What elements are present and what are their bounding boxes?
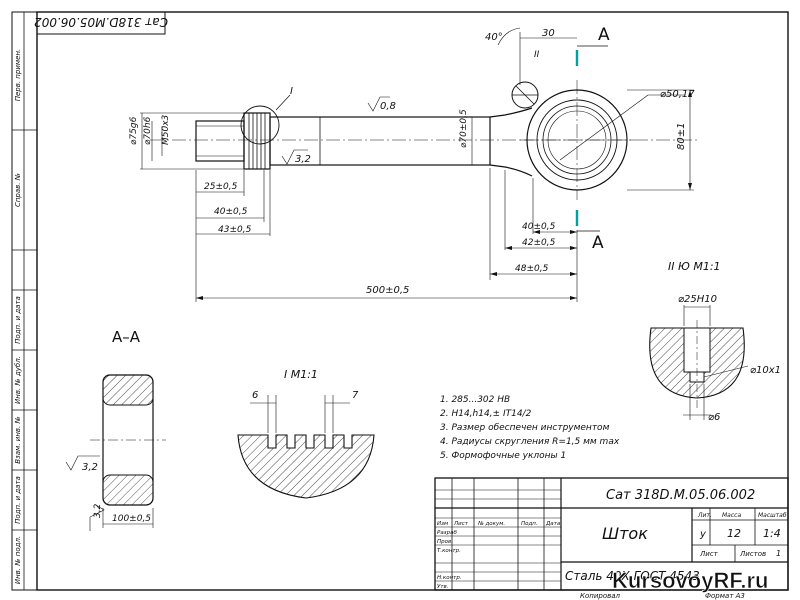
- section-aa-roughness-vert: 3,2: [93, 503, 103, 518]
- dim-30: 30: [542, 28, 555, 39]
- col-list: Лист: [453, 521, 469, 527]
- strip-label: Взам. инв. №: [14, 416, 22, 464]
- footer-format: Формат А3: [705, 592, 745, 600]
- col-ndokum: № докум.: [477, 521, 505, 527]
- footer-kopiroval: Копировал: [580, 592, 621, 600]
- section-letter-top: А: [598, 25, 610, 45]
- dim-d70h6: ⌀70h6: [143, 116, 153, 145]
- technical-notes: 1. 285...302 НВ 2. Н14,h14,± IT14/2 3. Р…: [440, 395, 620, 461]
- section-aa-roughness: 3,2: [82, 462, 98, 473]
- dim-80: 80±1: [676, 123, 687, 150]
- row-razrab: Разраб: [437, 530, 457, 536]
- dim-m50: М50х3: [161, 114, 171, 145]
- listov-value: 1: [776, 549, 781, 558]
- view-i-detail: [237, 395, 375, 499]
- col-izm: Изм: [437, 521, 448, 527]
- lbl-listov: Листов: [739, 550, 766, 558]
- row-prov: Пров.: [437, 539, 453, 545]
- strip-label: Инв. № подл.: [14, 536, 22, 584]
- dim-40a: 40±0,5: [214, 207, 248, 217]
- lbl-massa: Масса: [722, 512, 741, 519]
- litera: у: [699, 529, 707, 540]
- title-block: [434, 477, 789, 591]
- section-aa-width: 100±0,5: [112, 514, 151, 524]
- inner-border: [36, 11, 789, 591]
- view-ii-title: II Ю М1:1: [668, 260, 721, 273]
- main-view-rod: [150, 80, 700, 200]
- main-dimensions: [140, 27, 694, 302]
- row-nkontr: Н.контр.: [437, 575, 462, 581]
- col-data: Дата: [545, 521, 561, 527]
- part-name: Шток: [602, 524, 648, 543]
- view-ii-detail: [649, 305, 749, 420]
- row-utv: Утв.: [437, 584, 449, 590]
- lbl-list: Лист: [699, 550, 719, 558]
- section-aa-view: [65, 374, 166, 531]
- designation: Сат 318D.М.05.06.002: [606, 488, 755, 503]
- roughness-top-symbol: [367, 96, 390, 112]
- dim-500: 500±0,5: [366, 285, 409, 296]
- view-ii-d10: ⌀10х1: [750, 365, 781, 376]
- dim-48: 48±0,5: [515, 264, 549, 274]
- view-i-title: I М1:1: [284, 368, 318, 381]
- watermark: KursovoyRF.ru: [612, 568, 768, 593]
- dim-angle: 40°: [485, 32, 503, 43]
- strip-label: Подп. и дата: [14, 476, 22, 524]
- scale: 1:4: [763, 527, 781, 540]
- strip-label: Подп. и дата: [14, 296, 22, 344]
- strip-label: Справ. №: [14, 173, 22, 207]
- callout-i: I: [290, 86, 293, 97]
- rotated-stamp-text: Сат 318D.М05.06.002: [34, 15, 168, 29]
- callout-ii: II: [534, 50, 540, 60]
- note-line: 4. Радиусы скругления R=1,5 мм max: [440, 437, 620, 447]
- side-strip: Перв. примен. Справ. № Подп. и дата Инв.…: [12, 12, 37, 590]
- view-i-dim7: 7: [352, 390, 359, 401]
- roughness-groove: 3,2: [295, 154, 311, 165]
- dim-d50: ⌀50,17: [660, 89, 695, 100]
- view-ii-d25: ⌀25Н10: [678, 294, 717, 305]
- dim-d75: ⌀75g6: [129, 116, 139, 145]
- rotated-stamp: Сат 318D.М05.06.002: [34, 11, 168, 35]
- dim-43: 43±0,5: [218, 225, 252, 235]
- note-line: 5. Формофочные уклоны 1: [440, 451, 566, 461]
- mass: 12: [727, 527, 741, 540]
- section-letter-bottom: А: [592, 233, 604, 253]
- section-aa-title: А–А: [112, 328, 141, 346]
- note-line: 2. Н14,h14,± IT14/2: [440, 409, 532, 419]
- view-ii-d6: ⌀6: [708, 412, 720, 423]
- roughness-groove-symbol: [281, 149, 308, 165]
- col-podp: Подп.: [521, 521, 538, 527]
- lbl-masshtab: Масштаб: [758, 512, 787, 519]
- note-line: 3. Размер обеспечен инструментом: [440, 423, 610, 433]
- roughness-top: 0,8: [380, 101, 396, 112]
- dim-d70: ⌀70±0,5: [459, 109, 469, 148]
- dim-42: 42±0,5: [522, 238, 556, 248]
- strip-label: Перв. примен.: [14, 49, 22, 102]
- row-tkontr: Т.контр.: [437, 548, 461, 554]
- strip-label: Инв. № дубл.: [14, 356, 22, 404]
- material: Сталь 40Х ГОСТ 4543: [565, 569, 700, 583]
- note-line: 1. 285...302 НВ: [440, 395, 510, 405]
- dim-25: 25±0,5: [204, 182, 238, 192]
- view-i-dim6: 6: [252, 390, 258, 401]
- dim-arrows: [196, 90, 692, 300]
- lbl-lit: Лит.: [697, 512, 712, 519]
- dim-40b: 40±0,5: [522, 222, 556, 232]
